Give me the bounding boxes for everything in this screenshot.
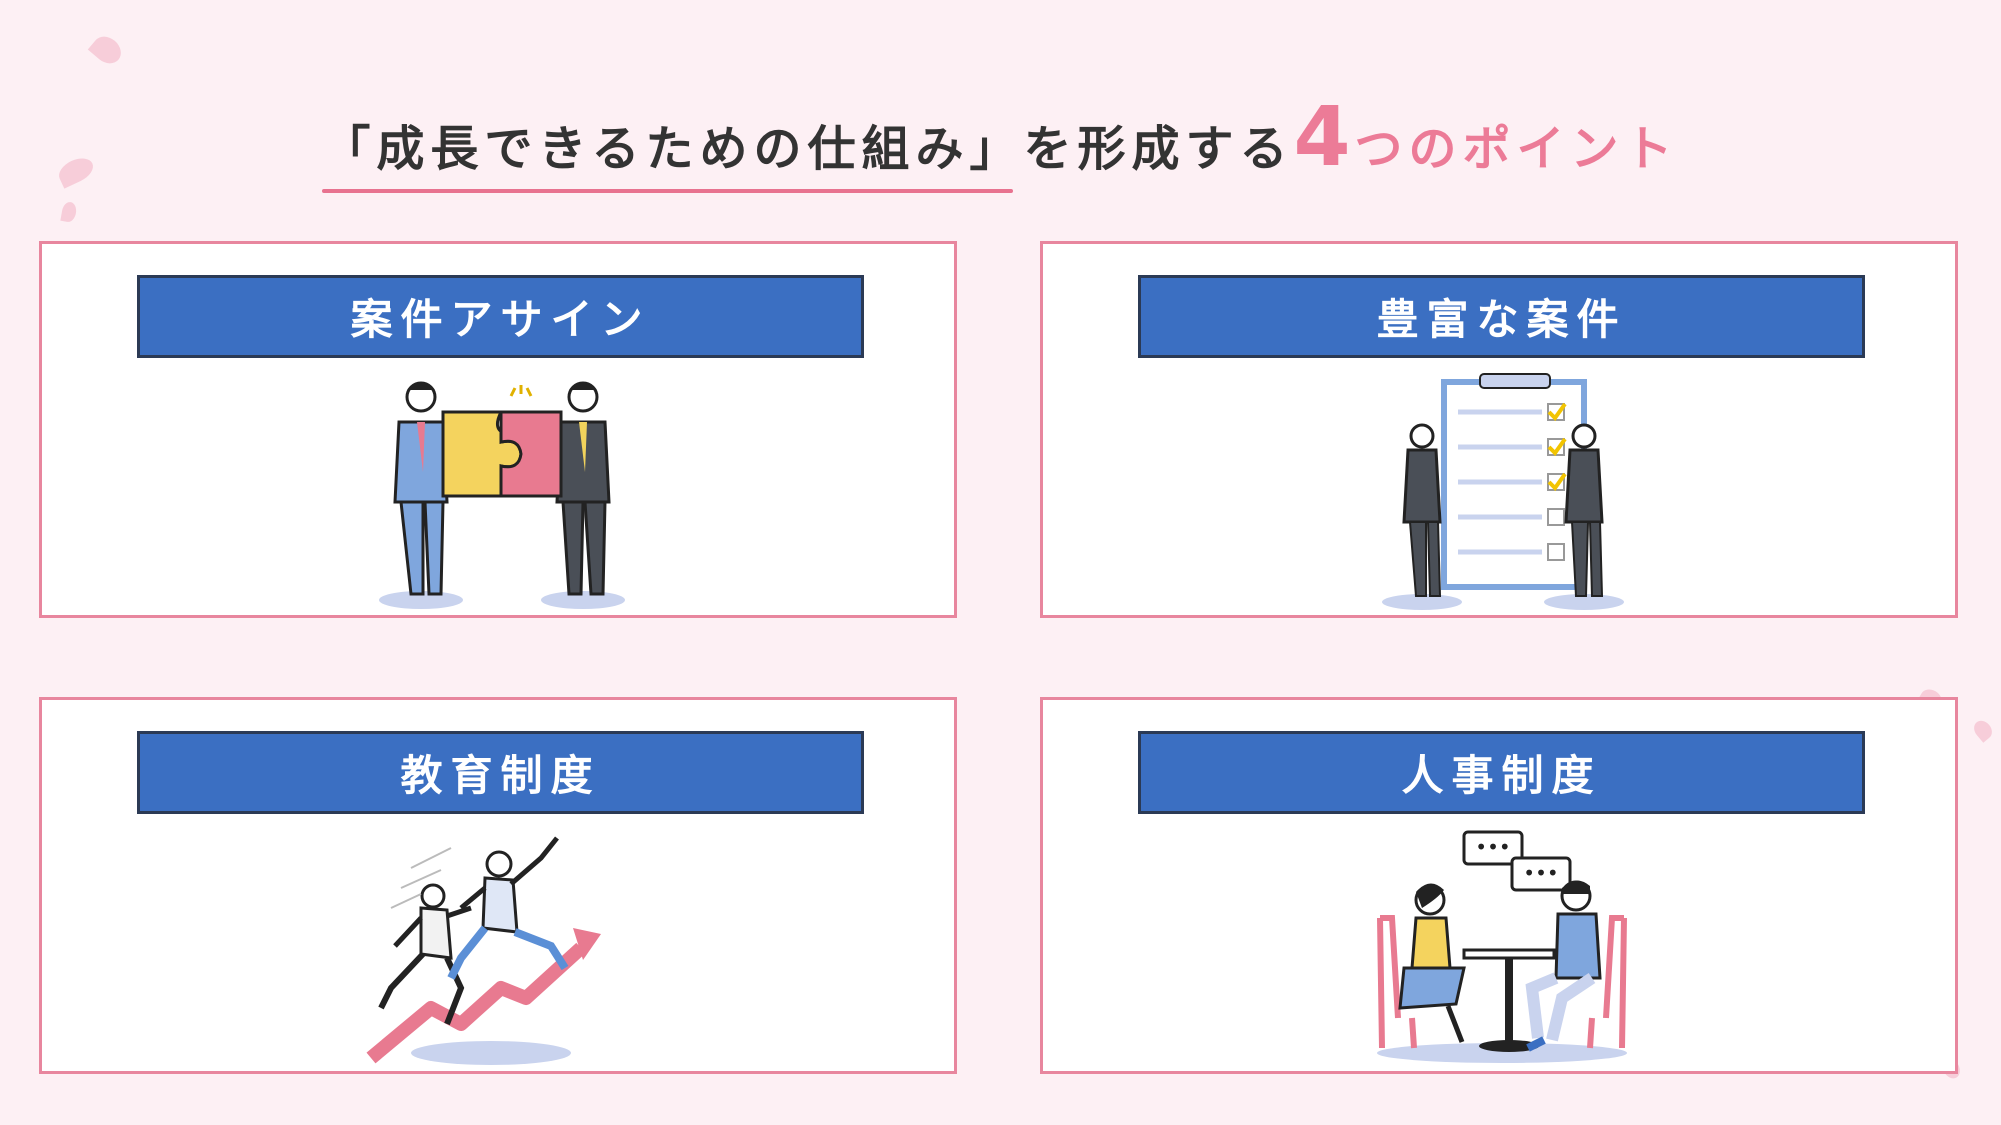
title-number: 4 bbox=[1293, 90, 1355, 185]
point-card-hr-system: 人事制度 ••• ••• bbox=[1040, 697, 1958, 1074]
one-on-one-meeting-icon: ••• ••• bbox=[1377, 830, 1627, 1063]
svg-text:•••: ••• bbox=[1523, 861, 1558, 885]
petal-decoration bbox=[1970, 717, 1996, 743]
page-title: 「成長できるための仕組み」を形成する4つのポイント bbox=[0, 90, 2001, 193]
title-main: 「成長できるための仕組み」 bbox=[322, 109, 1023, 193]
growth-run-icon bbox=[366, 836, 601, 1065]
point-banner: 教育制度 bbox=[137, 731, 864, 814]
point-banner: 人事制度 bbox=[1138, 731, 1865, 814]
svg-text:•••: ••• bbox=[1475, 835, 1510, 859]
clipboard-checklist-icon bbox=[1382, 373, 1624, 610]
title-rest: を形成する bbox=[1023, 121, 1294, 177]
point-banner: 案件アサイン bbox=[137, 275, 864, 358]
petal-decoration bbox=[60, 200, 78, 224]
petal-decoration bbox=[87, 31, 127, 69]
puzzle-handshake-icon bbox=[379, 381, 625, 609]
point-card-project-assign: 案件アサイン bbox=[39, 241, 957, 618]
point-card-abundant-projects: 豊富な案件 bbox=[1040, 241, 1958, 618]
point-card-training-system: 教育制度 bbox=[39, 697, 957, 1074]
point-banner: 豊富な案件 bbox=[1138, 275, 1865, 358]
title-suffix: つのポイント bbox=[1354, 121, 1679, 177]
